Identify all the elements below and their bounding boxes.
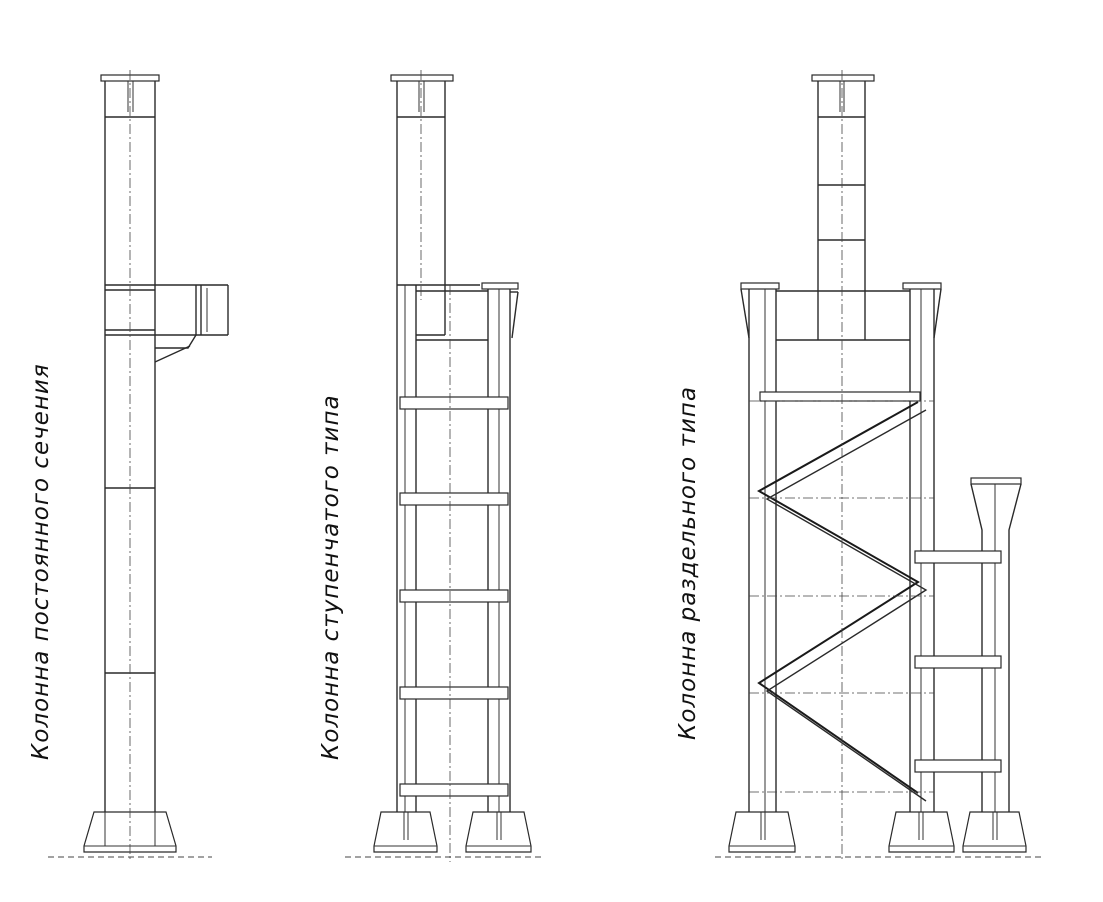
label-column-separate: Колонна раздельного типа xyxy=(675,386,701,740)
label-column-stepped: Колонна ступенчатого типа xyxy=(318,394,344,760)
column-constant-section xyxy=(48,70,229,862)
column-stepped xyxy=(345,70,545,862)
column-separate xyxy=(715,70,1045,862)
label-column-constant-section: Колонна постоянного сечения xyxy=(28,363,54,760)
column2-top-plate xyxy=(390,74,454,82)
column3-top-plate xyxy=(811,74,875,82)
